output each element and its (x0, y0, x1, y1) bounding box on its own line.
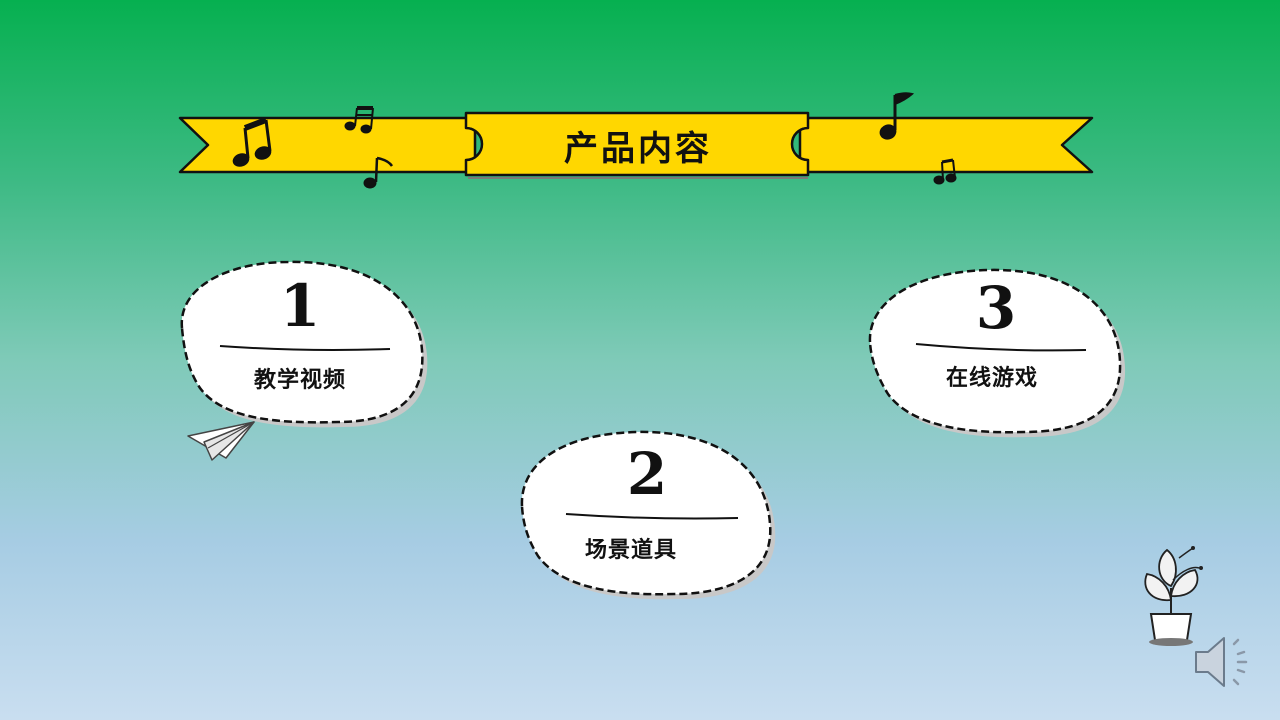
item-number: 2 (626, 440, 668, 508)
item-label: 场景道具 (584, 538, 677, 563)
potted-plant-icon (1144, 546, 1203, 646)
content-item-1[interactable]: 1 教学视频 (170, 258, 430, 430)
speech-bubble-shape (180, 260, 428, 428)
music-note-icon (363, 156, 394, 189)
speech-bubble-shape (868, 268, 1126, 438)
paper-plane-icon (187, 421, 255, 461)
item-number: 3 (975, 274, 1017, 342)
item-number: 1 (279, 272, 321, 340)
item-label: 教学视频 (253, 368, 346, 393)
music-note-icon (232, 117, 272, 167)
title-ribbon (178, 92, 1094, 189)
music-note-icon (879, 92, 915, 140)
item-label: 在线游戏 (945, 366, 1038, 391)
content-item-2[interactable]: 2 场景道具 (516, 428, 778, 600)
content-item-3[interactable]: 3 在线游戏 (864, 266, 1128, 440)
music-note-icon (344, 106, 374, 134)
page-title: 产品内容 (564, 128, 712, 169)
speech-bubble-shape (520, 430, 776, 600)
music-note-icon (933, 158, 957, 185)
speaker-icon[interactable] (1190, 632, 1256, 692)
